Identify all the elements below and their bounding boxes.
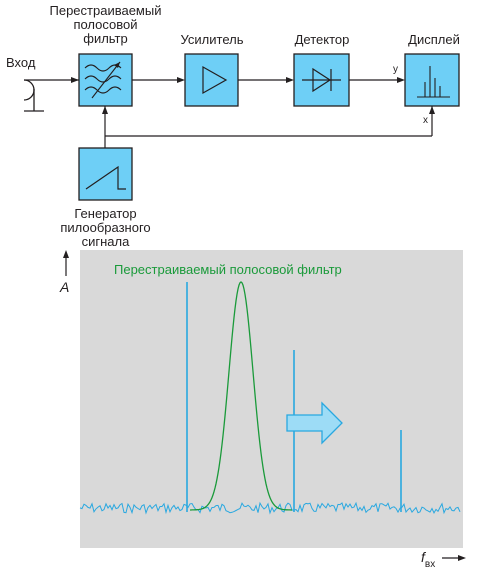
filter-label-line2: полосовой [73, 17, 138, 32]
display-spectrum-icon [417, 66, 450, 98]
x-axis-symbol: f [421, 549, 425, 565]
input-label: Вход [6, 55, 36, 70]
axes [63, 250, 466, 561]
generator-label-line3: сигнала [81, 234, 130, 249]
sweep-arrow-icon [286, 401, 343, 445]
display-block [404, 53, 460, 107]
sawtooth-icon [85, 165, 126, 190]
x-axis-subscript: вх [424, 559, 436, 570]
filter-label-line3: фильтр [83, 31, 128, 46]
input-connector-icon [23, 79, 79, 112]
detector-block [293, 53, 350, 107]
sawtooth-generator-block [78, 147, 133, 201]
display-label: Дисплей [408, 32, 460, 47]
generator-label-line1: Генератор [74, 206, 137, 221]
x-signal-label: x [423, 115, 428, 126]
arrowheads [71, 77, 435, 114]
generator-label-line2: пилообразного [60, 220, 151, 235]
filter-curve-label: Перестраиваемый полосовой фильтр [114, 262, 342, 277]
filter-response-curve [190, 281, 292, 511]
spectrum-panel [80, 250, 463, 548]
amplifier-block [184, 53, 239, 107]
amplifier-label: Усилитель [180, 32, 244, 47]
signal-lines [104, 79, 433, 148]
amplifier-triangle-icon [202, 65, 228, 95]
y-axis-label: A [60, 279, 70, 295]
y-signal-label: y [393, 64, 398, 75]
filter-symbol-icon [84, 61, 122, 99]
bandpass-filter-block [78, 53, 133, 107]
detector-label: Детектор [294, 32, 350, 47]
diode-icon [302, 67, 341, 93]
x-axis-label: fвх [421, 549, 435, 570]
noise-floor [79, 501, 461, 515]
filter-label-line1: Перестраиваемый [49, 3, 162, 18]
